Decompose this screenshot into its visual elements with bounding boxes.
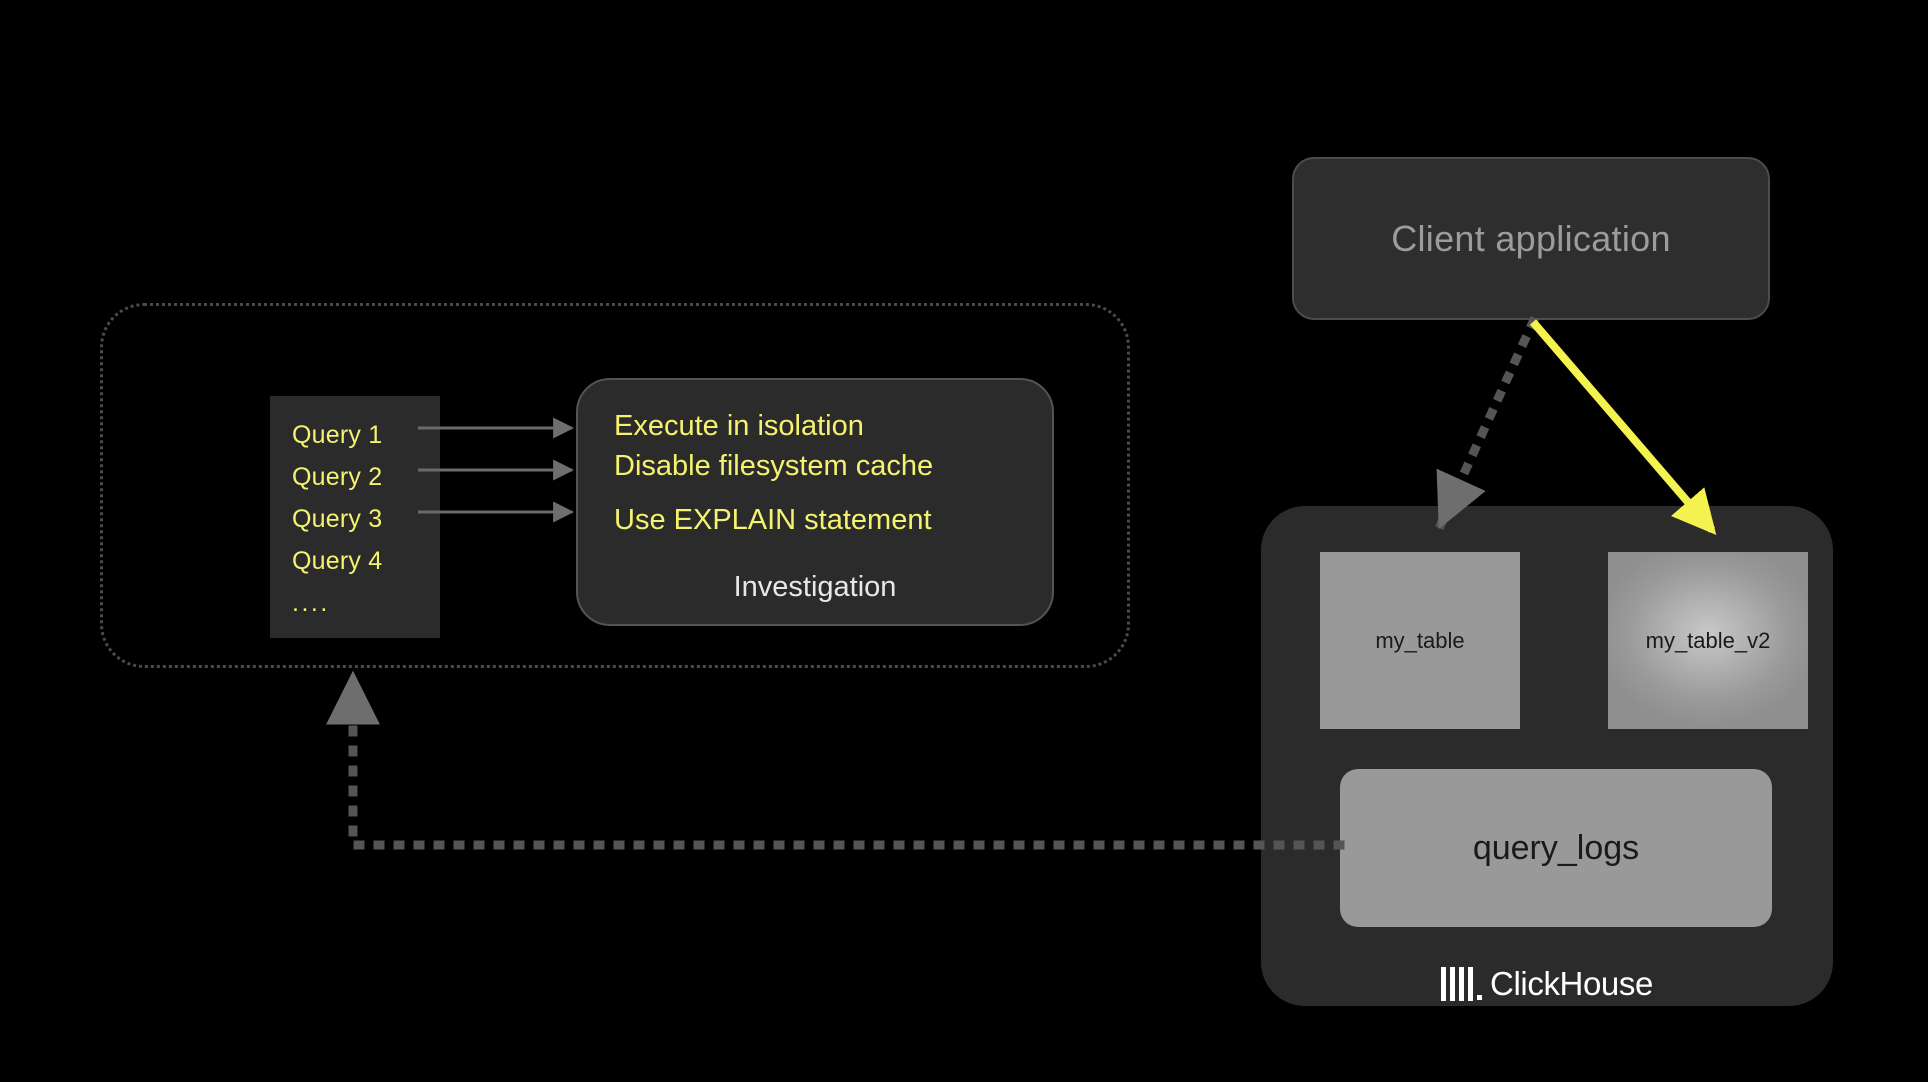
clickhouse-wordmark: ClickHouse xyxy=(1490,965,1653,1002)
list-item[interactable]: Query 3 xyxy=(292,505,383,533)
list-item[interactable]: Query 1 xyxy=(292,421,383,449)
investigation-step-1: Execute in isolation xyxy=(614,410,864,442)
logo-dot xyxy=(1477,995,1483,1000)
investigation-step-2: Disable filesystem cache xyxy=(614,450,934,482)
table-label: query_logs xyxy=(1472,828,1640,867)
list-item-ellipsis: .... xyxy=(292,589,330,617)
client-application-box[interactable]: Client application xyxy=(1292,157,1770,320)
table-query-logs[interactable]: query_logs xyxy=(1340,769,1772,927)
table-label: my_table xyxy=(1375,627,1465,653)
investigation-card: Execute in isolation Disable filesystem … xyxy=(576,378,1054,626)
connector-query-logs-feedback xyxy=(326,670,1345,850)
clickhouse-logo: ClickHouse xyxy=(1261,960,1833,1008)
logo-bar xyxy=(1441,967,1447,1001)
logo-bar xyxy=(1468,967,1474,1001)
logo-bar xyxy=(1450,967,1456,1001)
query-list[interactable]: Query 1 Query 2 Query 3 Query 4 .... xyxy=(270,396,440,638)
clickhouse-bars-icon xyxy=(1441,967,1483,1001)
table-my-table-v2[interactable]: my_table_v2 xyxy=(1608,552,1808,729)
table-label: my_table_v2 xyxy=(1645,627,1771,653)
list-item[interactable]: Query 4 xyxy=(292,547,383,575)
spacer xyxy=(614,486,1052,500)
investigation-loop-container xyxy=(100,303,1130,668)
table-my-table[interactable]: my_table xyxy=(1320,552,1520,729)
investigation-caption: Investigation xyxy=(733,571,897,603)
logo-bar xyxy=(1459,967,1465,1001)
investigation-step-3: Use EXPLAIN statement xyxy=(614,504,932,536)
connector-client-to-my-table-v2 xyxy=(1529,319,1717,536)
connector-client-to-my-table xyxy=(1435,316,1539,530)
client-application-label: Client application xyxy=(1391,217,1671,259)
list-item[interactable]: Query 2 xyxy=(292,463,383,491)
